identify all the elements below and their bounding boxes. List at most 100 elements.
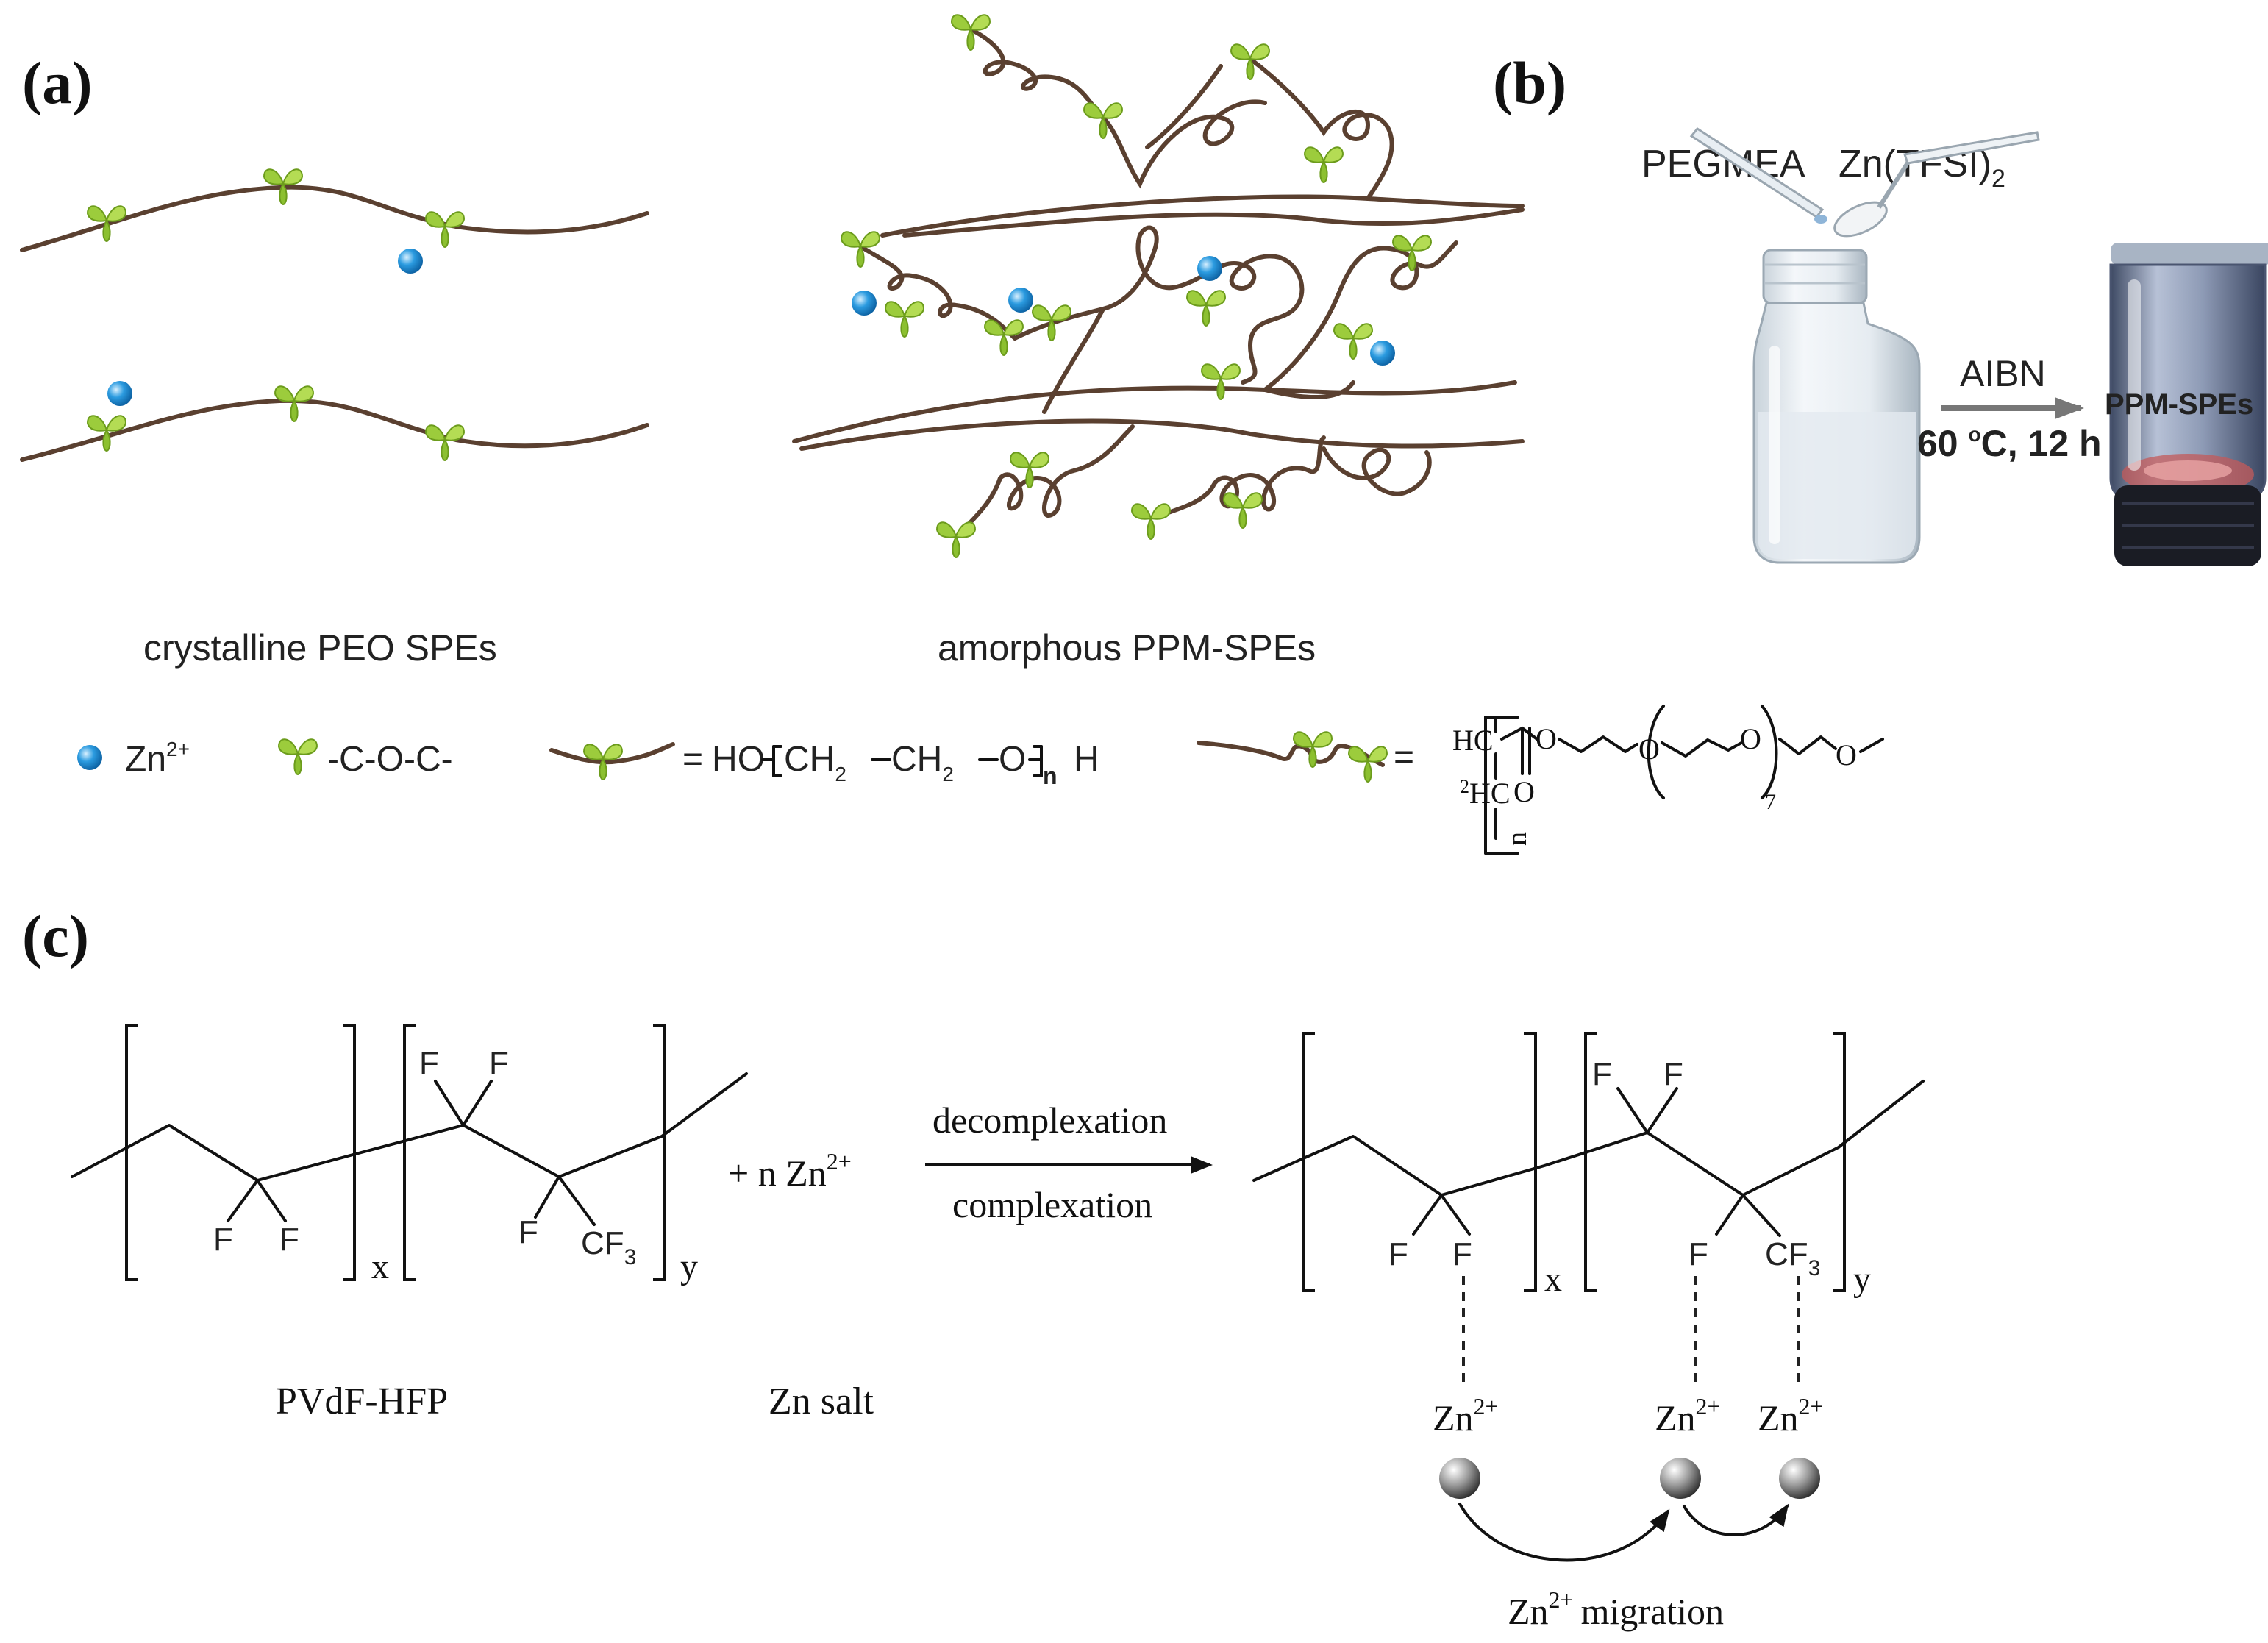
gray-sphere-icon bbox=[1779, 1458, 1820, 1499]
initiator-label: AIBN bbox=[1960, 353, 2046, 394]
svg-text:F: F bbox=[279, 1222, 299, 1258]
ether-leaf-icon bbox=[1230, 43, 1270, 80]
svg-text:7: 7 bbox=[1765, 790, 1776, 814]
zn-ion-icon bbox=[107, 381, 132, 406]
svg-text:F: F bbox=[1592, 1056, 1612, 1092]
ether-leaf-icon bbox=[1304, 146, 1344, 183]
svg-text:HC: HC bbox=[1452, 724, 1494, 757]
ether-leaf-icon bbox=[1186, 290, 1226, 327]
svg-text:y: y bbox=[1853, 1260, 1871, 1299]
svg-text:=: = bbox=[1394, 738, 1414, 777]
svg-text:CF3: CF3 bbox=[581, 1225, 636, 1269]
svg-text:F: F bbox=[518, 1214, 538, 1250]
vial-icon bbox=[1752, 249, 1921, 564]
ppm-sidechain bbox=[1013, 225, 1179, 341]
caption-crystalline: crystalline PEO SPEs bbox=[143, 627, 497, 669]
svg-text:2HC: 2HC bbox=[1460, 776, 1511, 810]
ether-leaf-icon bbox=[87, 205, 126, 242]
zn-ion-icon bbox=[1008, 288, 1033, 313]
ppm-backbone bbox=[880, 194, 1525, 238]
ppm-sidechain bbox=[954, 424, 1135, 539]
svg-text:O: O bbox=[1536, 722, 1557, 755]
gray-sphere-icon bbox=[1439, 1458, 1480, 1499]
ether-leaf-icon bbox=[951, 14, 991, 51]
svg-text:Zn2+: Zn2+ bbox=[1433, 1393, 1499, 1439]
migration-arrow bbox=[1683, 1503, 1789, 1536]
backward-label: complexation bbox=[952, 1184, 1152, 1225]
ether-leaf-icon bbox=[278, 738, 318, 775]
zn-ion-icon bbox=[77, 745, 102, 770]
legend: Zn2+ -C-O-C- =HO CH2 CH2 O n H = bbox=[77, 705, 1884, 855]
ppm-backbone bbox=[799, 418, 1525, 451]
product-vial-icon bbox=[2109, 243, 2268, 566]
svg-text:x: x bbox=[1544, 1260, 1562, 1299]
forward-label: decomplexation bbox=[932, 1100, 1167, 1141]
zn-reactant: + n Zn2+ bbox=[728, 1148, 852, 1194]
svg-text:F: F bbox=[1452, 1236, 1472, 1272]
svg-text:F: F bbox=[1388, 1236, 1408, 1272]
polymer-name: PVdF-HFP bbox=[276, 1380, 448, 1422]
ether-leaf-icon bbox=[841, 231, 880, 268]
gray-sphere-icon bbox=[1660, 1458, 1701, 1499]
ppm-backbone bbox=[902, 207, 1525, 238]
svg-text:F: F bbox=[419, 1045, 439, 1081]
zn-ion-icon bbox=[398, 249, 423, 274]
ether-leaf-icon bbox=[885, 301, 924, 338]
migration-label: Zn2+migration bbox=[1508, 1586, 1724, 1632]
ether-leaf-icon bbox=[936, 521, 976, 558]
ether-leaf-icon bbox=[1333, 323, 1373, 360]
svg-text:F: F bbox=[1688, 1236, 1708, 1272]
pipette-icon bbox=[1689, 127, 1827, 224]
legend-zn: Zn bbox=[125, 740, 166, 779]
amorphous-ppm-diagram bbox=[792, 14, 1525, 558]
ether-leaf-icon bbox=[274, 385, 314, 422]
crystalline-peo-diagram bbox=[20, 168, 649, 462]
ppm-chain-icon bbox=[1197, 741, 1385, 767]
peo-formula: =HO CH2 CH2 O n H bbox=[682, 740, 1099, 789]
peo-chain bbox=[20, 185, 649, 252]
peo-chain bbox=[20, 398, 649, 462]
ether-leaf-icon bbox=[1032, 304, 1071, 341]
panel-c-label: (c) bbox=[22, 902, 89, 969]
ppm-sidechain bbox=[1174, 254, 1305, 385]
ppm-sidechain bbox=[969, 27, 1105, 120]
ether-leaf-icon bbox=[425, 211, 465, 248]
svg-text:Zn2+: Zn2+ bbox=[1655, 1393, 1721, 1439]
ppm-sidechain bbox=[1160, 435, 1326, 517]
ppm-sidechain bbox=[1042, 307, 1105, 414]
ppm-sidechain bbox=[1263, 380, 1355, 399]
svg-text:=HO: =HO bbox=[682, 740, 765, 779]
ppm-formula: = HC 2HC n O O O O 7 O bbox=[1394, 705, 1884, 855]
zn-ion-icon bbox=[1370, 341, 1395, 366]
ppm-sidechain bbox=[1322, 446, 1432, 496]
salt-name: Zn salt bbox=[769, 1380, 874, 1422]
zn-ion-icon bbox=[852, 291, 877, 316]
product-label: PPM-SPEs bbox=[2105, 388, 2253, 421]
caption-amorphous: amorphous PPM-SPEs bbox=[938, 627, 1316, 669]
svg-text:CH2: CH2 bbox=[784, 740, 846, 785]
svg-text:Zn2+: Zn2+ bbox=[125, 738, 190, 779]
svg-text:F: F bbox=[489, 1045, 509, 1081]
ppm-sidechain bbox=[1145, 64, 1223, 149]
peo-chain-icon bbox=[549, 742, 675, 765]
svg-text:F: F bbox=[213, 1222, 233, 1258]
zn-ion-icon bbox=[1197, 256, 1222, 281]
pvdf-hfp-structure: F F F F F CF3 x y bbox=[71, 1024, 748, 1286]
ether-leaf-icon bbox=[425, 424, 465, 461]
ether-leaf-icon bbox=[1223, 492, 1263, 529]
ppm-sidechain bbox=[1101, 99, 1267, 189]
legend-ether: -C-O-C- bbox=[327, 740, 453, 779]
svg-text:F: F bbox=[1663, 1056, 1683, 1092]
svg-text:x: x bbox=[371, 1247, 389, 1286]
svg-text:H: H bbox=[1074, 740, 1099, 779]
condition-label: 60 oC, 12 h bbox=[1917, 423, 2102, 464]
svg-text:O: O bbox=[1836, 738, 1857, 771]
svg-text:n: n bbox=[1043, 763, 1058, 789]
panel-b-label: (b) bbox=[1493, 49, 1566, 116]
svg-text:O: O bbox=[1513, 775, 1535, 808]
panel-a-label: (a) bbox=[22, 49, 93, 116]
svg-text:Zn2+: Zn2+ bbox=[1758, 1393, 1824, 1439]
svg-text:CH2: CH2 bbox=[891, 740, 954, 785]
ppm-sidechain bbox=[1248, 57, 1394, 201]
ether-leaf-icon bbox=[1131, 503, 1171, 540]
